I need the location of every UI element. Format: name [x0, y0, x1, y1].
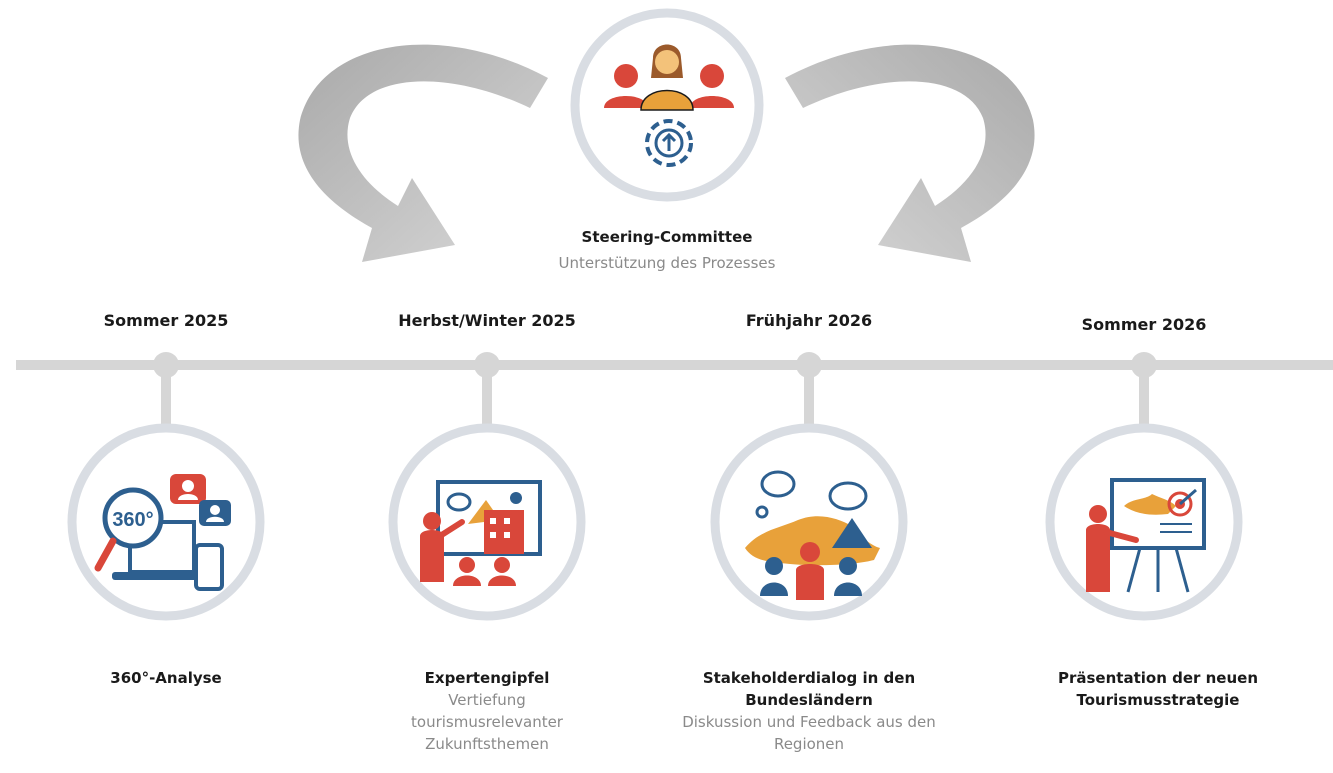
milestone-date-4: Sommer 2026 — [1081, 315, 1207, 334]
milestone-circle-3 — [710, 423, 908, 621]
milestone-circle-4 — [1045, 423, 1243, 621]
milestone-date-1: Sommer 2025 — [103, 311, 229, 330]
right-curved-arrow — [785, 44, 1035, 263]
analysis-360-label: 360° — [112, 509, 153, 531]
milestone-label-2: Expertengipfel Vertiefung tourismusrelev… — [387, 667, 587, 755]
milestone-title-2: Expertengipfel — [424, 669, 550, 687]
analysis-360-icon: 360° — [94, 474, 231, 591]
team-icon — [604, 44, 734, 111]
gear-icon — [645, 119, 693, 167]
milestone-label-4: Präsentation der neuen Tourismusstrategi… — [1023, 667, 1293, 711]
expert-presentation-icon — [420, 480, 542, 586]
milestone-circle-2 — [388, 423, 586, 621]
stakeholder-dialog-icon — [745, 470, 880, 600]
milestone-circle-1: 360° — [67, 423, 265, 621]
timeline-node-2 — [474, 352, 500, 445]
milestone-date-2: Herbst/Winter 2025 — [398, 311, 576, 330]
timeline-node-4 — [1131, 352, 1157, 445]
committee-title: Steering-Committee — [581, 228, 753, 246]
milestone-label-3: Stakeholderdialog in den Bundesländern D… — [669, 667, 949, 755]
milestone-title-3: Stakeholderdialog in den Bundesländern — [702, 669, 916, 709]
committee-circle — [570, 8, 764, 202]
committee-subtitle: Unterstützung des Prozesses — [558, 254, 776, 272]
left-curved-arrow — [298, 44, 548, 263]
strategy-presentation-icon — [1086, 478, 1206, 593]
timeline-node-3 — [796, 352, 822, 445]
milestone-title-1: 360°-Analyse — [110, 669, 222, 687]
timeline-node-1 — [153, 352, 179, 445]
milestone-title-4: Präsentation der neuen Tourismusstrategi… — [1057, 669, 1259, 709]
milestone-date-3: Frühjahr 2026 — [745, 311, 873, 330]
milestone-label-1: 360°-Analyse — [56, 667, 276, 689]
milestone-subtitle-3: Diskussion und Feedback aus den Regionen — [682, 713, 936, 753]
timeline-line — [16, 360, 1333, 370]
milestone-subtitle-2: Vertiefung tourismusrelevanter Zukunftst… — [411, 691, 563, 753]
